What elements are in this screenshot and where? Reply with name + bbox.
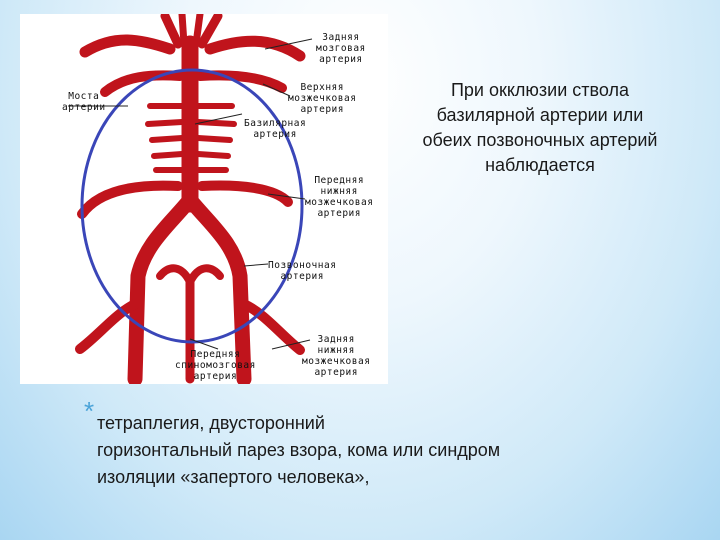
pontine-branch xyxy=(149,135,185,143)
posterior-inferior-cerebellar-artery-left xyxy=(75,299,140,354)
bullet-text: тетраплегия, двусторонний горизонтальный… xyxy=(97,413,501,487)
label-anterior-spinal-artery: Передняя спиномозговая артерия xyxy=(175,349,256,382)
pontine-branch xyxy=(151,151,185,159)
vertebral-artery-left xyxy=(127,194,196,384)
posterior-cerebral-artery-left xyxy=(79,34,176,58)
label-pontine-arteries: Моста артерии xyxy=(62,91,106,113)
vertebral-artery-right xyxy=(184,194,252,384)
leader-line xyxy=(271,339,311,350)
top-branch-left xyxy=(160,14,183,49)
highlight-ellipse xyxy=(80,68,304,344)
superior-cerebellar-artery-right xyxy=(195,70,287,93)
label-vertebral-artery: Позвоночная артерия xyxy=(268,260,337,282)
leader-line xyxy=(267,193,306,200)
label-anterior-inferior-cerebellar-artery: Передняя нижняя мозжечковая артерия xyxy=(305,175,374,219)
label-superior-cerebellar-artery: Верхняя мозжечковая артерия xyxy=(288,82,357,115)
leader-line xyxy=(189,338,219,350)
bullet-marker: * xyxy=(84,396,95,426)
label-basilar-artery: Базилярная артерия xyxy=(244,118,307,140)
leader-line xyxy=(243,263,269,267)
anterior-inferior-cerebellar-artery-right xyxy=(197,180,293,207)
posterior-inferior-cerebellar-artery-right xyxy=(239,299,305,355)
pontine-branch xyxy=(145,119,185,127)
superior-cerebellar-artery-left xyxy=(100,70,185,97)
label-posterior-cerebral-artery: Задняя мозговая артерия xyxy=(316,32,366,65)
pontine-branch xyxy=(195,151,231,159)
top-branch-right xyxy=(197,14,223,49)
anterior-inferior-cerebellar-artery-left xyxy=(77,180,183,219)
artery-diagram: Задняя мозговая артерия Верхняя мозжечко… xyxy=(20,14,388,384)
leader-line xyxy=(194,113,243,125)
leader-line xyxy=(262,83,291,97)
posterior-cerebral-artery-right xyxy=(204,35,306,62)
artery-illustration xyxy=(68,14,313,384)
slide-caption: При окклюзии ствола базилярной артерии и… xyxy=(422,80,658,175)
pontine-branch xyxy=(195,135,233,143)
label-posterior-inferior-cerebellar-artery: Задняя нижняя мозжечковая артерия xyxy=(302,334,371,378)
leader-line xyxy=(264,38,313,50)
